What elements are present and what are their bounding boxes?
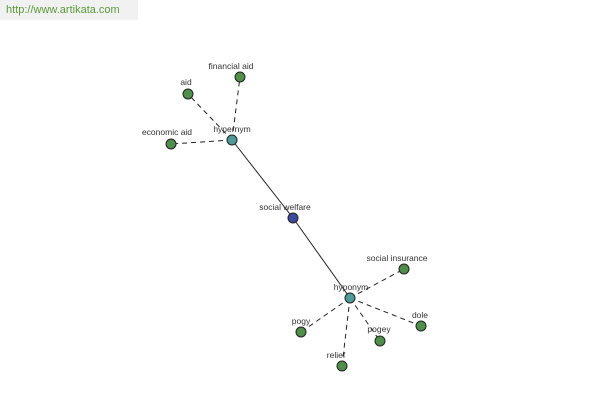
edge-hypernym-financial-aid [231,76,241,141]
term-node-dole[interactable] [415,320,427,332]
node-layer [165,71,427,372]
source-url-link[interactable]: http://www.artikata.com [6,4,120,16]
center-label-social-welfare: social welfare [259,202,311,212]
edge-layer [170,76,422,367]
edge-hyponym-dole [349,297,422,327]
term-node-relief[interactable] [336,360,348,372]
relation-node-hypernym[interactable] [226,134,238,146]
term-label-aid: aid [180,77,192,87]
term-node-financial-aid[interactable] [234,71,246,83]
edge-hyponym-pogey [349,297,381,342]
term-label-social-insurance: social insurance [367,253,428,263]
term-node-pogy[interactable] [295,326,307,338]
term-node-aid[interactable] [182,88,194,100]
term-label-pogy: pogy [292,316,311,326]
term-node-social-insurance[interactable] [398,263,410,275]
term-label-pogey: pogey [367,324,391,334]
relation-node-hyponym[interactable] [344,292,356,304]
edge-center-hypernym [231,139,294,219]
edge-center-hyponym [292,217,351,299]
label-layer: social welfare hypernym financial aid aid ec… [142,61,428,360]
relation-label-hyponym: hyponym [334,282,369,292]
center-node-social-welfare[interactable] [287,212,299,224]
edge-hyponym-social-insurance [349,268,405,299]
term-label-financial-aid: financial aid [209,61,254,71]
term-label-relief: relief [327,350,346,360]
edge-hypernym-aid [187,93,233,141]
term-node-pogey[interactable] [374,335,386,347]
term-node-economic-aid[interactable] [165,138,177,150]
edge-hyponym-relief [341,297,351,367]
source-banner: http://www.artikata.com [0,0,138,20]
relation-label-hypernym: hypernym [213,124,250,134]
edge-hyponym-pogy [300,297,351,333]
edge-hypernym-economic-aid [170,139,233,145]
term-label-economic-aid: economic aid [142,127,192,137]
term-label-dole: dole [412,310,428,320]
